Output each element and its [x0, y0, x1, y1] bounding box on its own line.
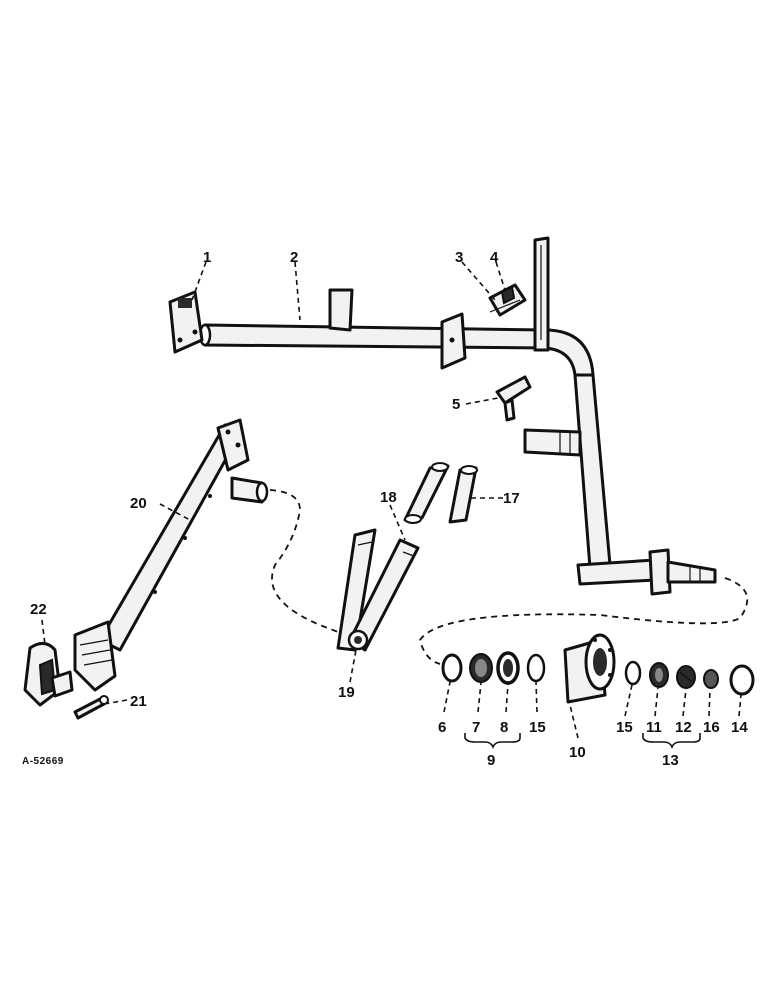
callout-17: 17	[503, 490, 520, 507]
group-bracket-9	[464, 733, 521, 750]
link-plate-17	[448, 465, 478, 524]
callout-4: 4	[490, 249, 499, 266]
callout-16: 16	[703, 719, 720, 736]
assembly-path-hub	[419, 577, 749, 665]
yoke-arm	[336, 528, 420, 652]
callout-6: 6	[438, 719, 446, 736]
callout-9: 9	[487, 752, 495, 769]
callout-19: 19	[338, 684, 355, 701]
seal-ring	[441, 653, 463, 683]
callout-15a: 15	[529, 719, 546, 736]
callout-21: 21	[130, 693, 147, 710]
axle-tube	[198, 236, 717, 596]
hub-cap	[729, 664, 755, 696]
latch-hook	[23, 642, 74, 707]
callout-5: 5	[452, 396, 460, 413]
leader-lines	[41, 261, 742, 739]
clip-bracket	[488, 283, 527, 317]
callout-18: 18	[380, 489, 397, 506]
assembly-path-arm	[269, 489, 339, 633]
angle-bracket	[495, 375, 532, 422]
callout-labels: 1 2 3 4 5 6 7 8 9 10 11 12 13 14 15 15 1…	[22, 249, 748, 769]
callout-7: 7	[472, 719, 480, 736]
callout-20: 20	[130, 495, 147, 512]
callout-10: 10	[569, 744, 586, 761]
callout-3: 3	[455, 249, 463, 266]
callout-15b: 15	[616, 719, 633, 736]
callout-14: 14	[731, 719, 748, 736]
callout-2: 2	[290, 249, 298, 266]
end-plate	[168, 290, 204, 354]
group-bracket-13	[642, 733, 701, 750]
wheel-hub	[563, 633, 616, 704]
spindle-nut	[703, 669, 719, 689]
reference-code: A-52669	[22, 756, 64, 767]
cotter-pin	[73, 695, 109, 720]
washer-ring-b	[624, 660, 642, 686]
callout-1: 1	[203, 249, 211, 266]
callout-8: 8	[500, 719, 508, 736]
link-plate-18	[403, 462, 450, 524]
washer-ring-a	[526, 653, 546, 683]
callout-13: 13	[662, 752, 679, 769]
callout-22: 22	[30, 601, 47, 618]
callout-12: 12	[675, 719, 692, 736]
hub-assembly	[441, 633, 755, 704]
callout-11: 11	[646, 719, 662, 736]
lever-arm	[73, 418, 269, 692]
